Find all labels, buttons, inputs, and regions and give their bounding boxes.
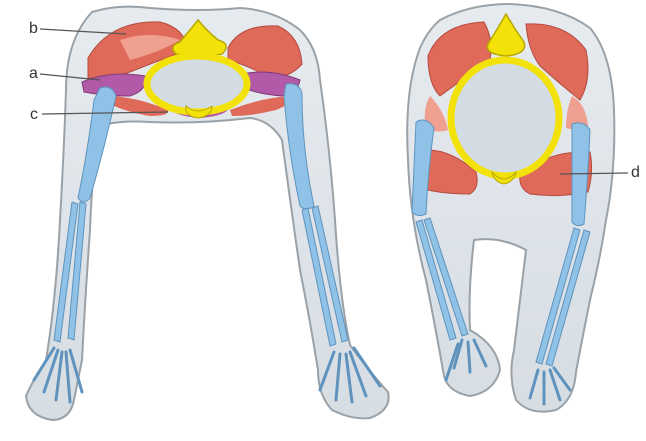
left-girdle-ring [147, 56, 247, 112]
right-figure [407, 4, 614, 412]
left-figure [26, 7, 389, 420]
label-a: a [29, 66, 38, 82]
label-c: c [30, 107, 38, 123]
label-d: d [631, 165, 640, 181]
right-girdle-ring [451, 60, 559, 176]
label-b: b [29, 21, 38, 37]
